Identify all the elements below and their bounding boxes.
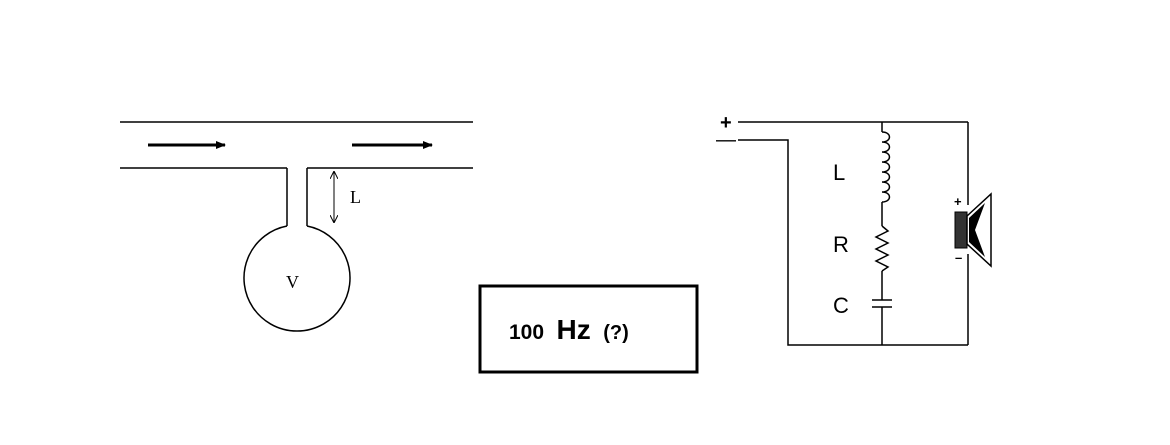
resonator-cavity <box>243 225 351 332</box>
frequency-value: 100 <box>509 321 544 344</box>
neck-length-label: L <box>350 187 361 207</box>
speaker-minus-terminal: – <box>955 250 962 265</box>
speaker-cone-shade <box>969 203 985 257</box>
resistor-zigzag <box>874 225 890 272</box>
frequency-note: (?) <box>603 322 629 344</box>
speaker-magnet <box>954 211 968 249</box>
volume-label: V <box>286 272 299 292</box>
input-minus-terminal: — <box>716 129 736 151</box>
input-plus-terminal: + <box>720 112 732 134</box>
inductor-label: L <box>833 160 845 185</box>
frequency-unit: Hz <box>557 314 591 345</box>
frequency-text: 100 Hz (?) <box>509 314 629 345</box>
speaker-cone <box>966 192 992 268</box>
resistor-label: R <box>833 232 849 257</box>
capacitor-label: C <box>833 293 849 318</box>
input-minus-lead <box>738 139 968 346</box>
frequency-box: 100 Hz (?) <box>478 284 699 374</box>
inductor-coil <box>881 131 891 203</box>
loudspeaker-icon <box>954 192 992 268</box>
notch-filter-circuit: + — L R C + – <box>716 112 992 346</box>
helmholtz-resonator: L V <box>120 121 473 332</box>
speaker-plus-terminal: + <box>954 194 962 209</box>
frequency-box-frame <box>478 284 699 374</box>
